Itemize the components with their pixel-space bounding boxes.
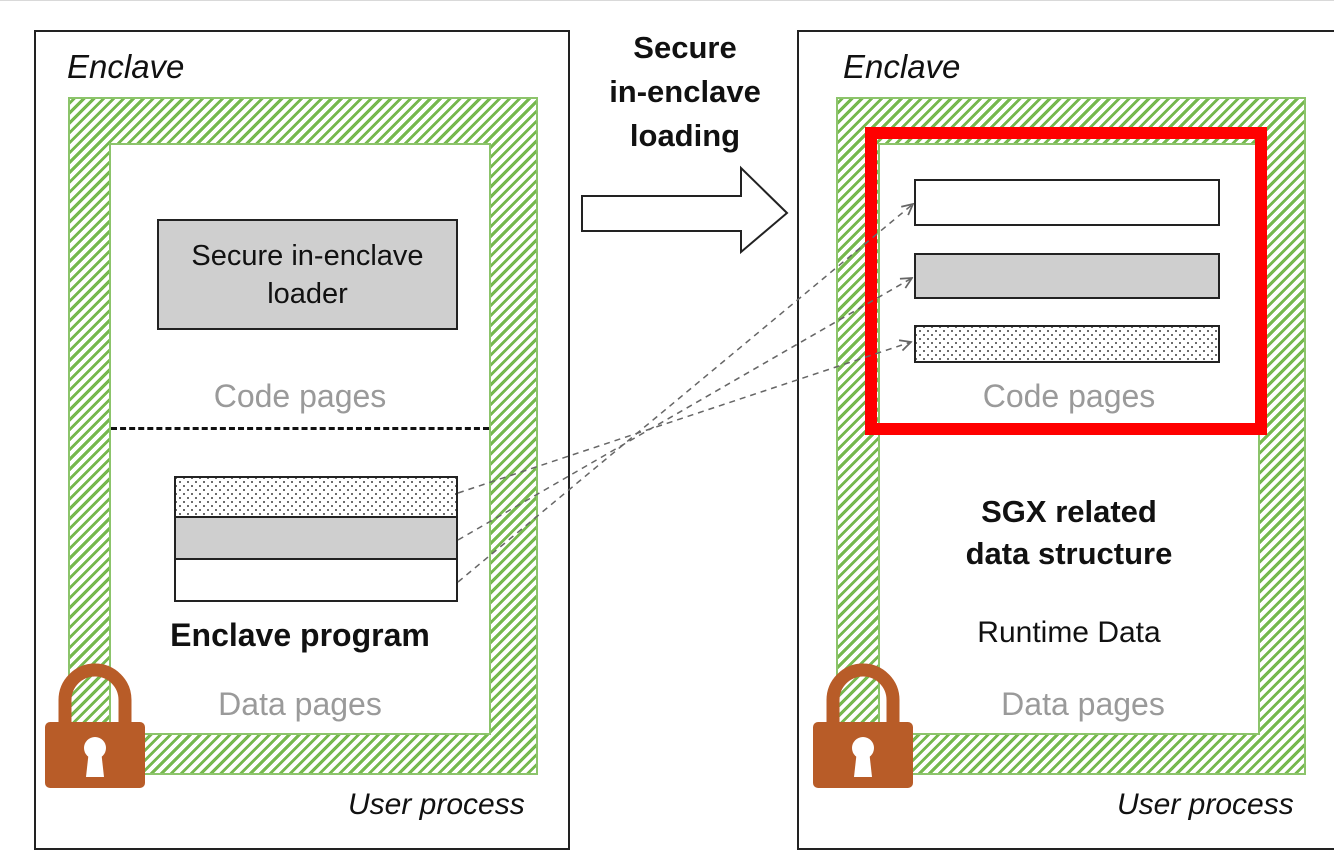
- left-enclave-title: Enclave: [67, 48, 185, 85]
- loading-title-line-3: loading: [629, 118, 741, 153]
- enclave-program-label: Enclave program: [170, 617, 430, 653]
- runtime-data-label: Runtime Data: [977, 616, 1161, 649]
- left-white-segment: [174, 558, 458, 602]
- right-white-segment: [914, 179, 1220, 226]
- left-gray-segment: [174, 516, 458, 560]
- loading-title-line-1: Secure: [633, 30, 737, 65]
- sgx-structure-line-2: data structure: [965, 536, 1173, 571]
- right-code-pages-label: Code pages: [982, 378, 1156, 414]
- secure-loader-block: Secure in-enclave loader: [157, 219, 458, 330]
- left-dotted-segment: [174, 476, 458, 518]
- right-dotted-segment: [914, 325, 1220, 363]
- lock-icon: [45, 663, 145, 788]
- loading-title-line-2: in-enclave: [609, 74, 761, 109]
- loading-step-title: Secure in-enclave loading: [580, 26, 790, 158]
- left-data-pages-label: Data pages: [218, 686, 382, 722]
- right-user-process-label: User process: [1117, 788, 1294, 821]
- left-code-pages-label: Code pages: [213, 378, 387, 414]
- right-enclave-memory: [878, 143, 1260, 735]
- hollow-right-arrow: [581, 165, 789, 255]
- lock-icon: [813, 663, 913, 788]
- code-data-divider: [111, 427, 489, 430]
- right-enclave-title: Enclave: [843, 48, 961, 85]
- left-user-process-label: User process: [348, 788, 525, 821]
- right-data-pages-label: Data pages: [1001, 686, 1165, 722]
- top-border: [0, 0, 1334, 1]
- right-gray-segment: [914, 253, 1220, 299]
- secure-loader-label: Secure in-enclave loader: [191, 239, 424, 310]
- sgx-structure-line-1: SGX related: [981, 494, 1157, 529]
